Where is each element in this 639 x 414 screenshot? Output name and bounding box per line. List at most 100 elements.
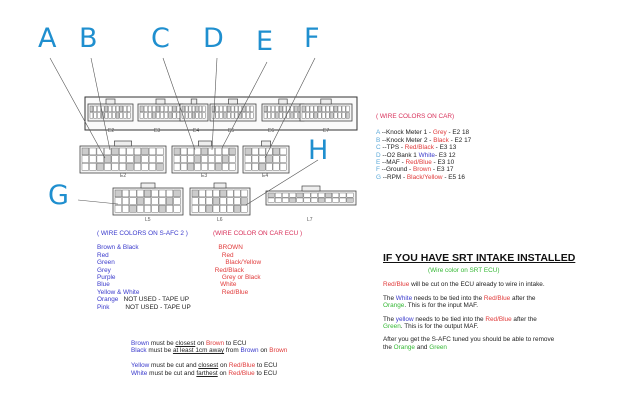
callout-letter-h: H	[308, 135, 329, 166]
pin-cell	[173, 189, 181, 198]
pin-cell	[187, 155, 195, 163]
pin-cell	[97, 105, 101, 112]
callout-letter-f: F	[304, 23, 320, 54]
pin-cell	[173, 155, 181, 163]
pin-cell	[279, 163, 287, 171]
pin-cell	[230, 112, 235, 119]
ecu-header-plug-latch	[320, 98, 332, 105]
pin-cell	[274, 192, 282, 198]
pin-cell	[129, 189, 137, 198]
leader-line	[264, 57, 316, 159]
text-segment: --RPM -	[380, 173, 407, 181]
pin-cell	[180, 147, 188, 156]
text-segment: B	[376, 136, 381, 144]
text-segment: Green	[429, 343, 447, 351]
text-segment: Brown & Black	[97, 244, 139, 252]
text-segment: needs to be tied into the	[412, 294, 484, 302]
pin-cell	[114, 189, 122, 198]
text-line: Pink NOT USED - TAPE UP	[97, 304, 191, 311]
pin-cell	[156, 112, 160, 119]
pin-cell	[238, 112, 242, 119]
text-line: Black/Yellow	[213, 259, 302, 266]
pin-cell	[198, 105, 202, 112]
pin-cell	[198, 197, 206, 205]
pin-cell	[111, 155, 119, 163]
text-segment: Brown	[269, 347, 288, 355]
connector-label: E4	[262, 173, 269, 179]
pin-cell	[148, 163, 156, 171]
pin-cell	[166, 197, 174, 205]
callout-letter-e: E	[256, 26, 274, 57]
text-segment: closest	[175, 340, 196, 347]
pin-cell	[246, 112, 250, 119]
text-segment: after the	[511, 315, 537, 323]
pin-cell	[222, 155, 229, 163]
pin-cell	[294, 112, 298, 119]
pin-cell	[267, 112, 271, 119]
pin-cell	[127, 105, 131, 112]
pin-cell	[119, 112, 123, 119]
pin-cell	[249, 112, 254, 119]
pin-cell	[271, 112, 275, 119]
text-segment: Black	[131, 347, 147, 355]
pin-cell	[219, 189, 227, 198]
pin-cell	[126, 155, 134, 163]
text-segment: NOT USED - TAPE UP	[109, 303, 191, 311]
srt-title: IF YOU HAVE SRT INTAKE INSTALLED	[383, 252, 576, 264]
pin-cell	[188, 112, 192, 119]
pin-cell	[301, 105, 306, 112]
pin-cell	[89, 163, 97, 171]
pin-cell	[127, 112, 131, 119]
pin-cell	[89, 112, 94, 119]
text-segment: must be	[149, 340, 176, 347]
pin-cell	[226, 205, 234, 213]
pin-cell	[275, 105, 279, 112]
leader-line	[90, 57, 111, 151]
text-segment: White	[418, 151, 435, 159]
pin-cell	[346, 197, 354, 203]
pin-cell	[122, 189, 130, 198]
pin-cell	[122, 205, 130, 213]
pin-cell	[166, 205, 174, 213]
pin-cell	[251, 155, 259, 163]
pin-cell	[271, 105, 275, 112]
pin-cell	[126, 163, 134, 171]
text-segment: E	[376, 158, 381, 166]
connector-label: E6	[268, 128, 275, 134]
pin-cell	[166, 189, 174, 198]
pin-cell	[194, 163, 201, 171]
pin-cell	[246, 105, 250, 112]
pin-cell	[97, 112, 101, 119]
pin-cell	[160, 112, 164, 119]
pin-cell	[112, 105, 116, 112]
pin-cell	[286, 112, 290, 119]
text-segment: - E2 18	[446, 129, 470, 137]
pin-cell	[228, 155, 236, 163]
pin-cell	[180, 155, 188, 163]
pin-cell	[201, 163, 208, 171]
pin-cell	[89, 105, 94, 112]
pin-cell	[215, 112, 220, 119]
leader-line	[162, 57, 196, 151]
text-segment: Black/Yellow	[406, 173, 443, 181]
pin-cell	[136, 189, 144, 198]
pin-cell	[238, 105, 242, 112]
pin-cell	[212, 189, 220, 198]
srt-paragraph: The yellow needs to be tied into the Red…	[383, 316, 575, 331]
pin-cell	[234, 112, 239, 119]
car-wire-colors-section: ( WIRE COLORS ON CAR) A --Knock Meter 1 …	[376, 113, 471, 181]
connector-l5-latch	[140, 182, 156, 189]
pin-cell	[258, 147, 266, 156]
pin-cell	[141, 147, 149, 156]
text-segment: --Knock Meter 1 -	[379, 129, 433, 137]
pin-cell	[219, 105, 223, 112]
text-line: Grey or Black	[213, 274, 302, 281]
text-segment: Brown	[412, 166, 432, 174]
pin-cell	[325, 112, 330, 119]
text-segment: Green	[97, 259, 115, 267]
pin-cell	[151, 205, 159, 213]
pin-cell	[111, 163, 119, 171]
pin-cell	[341, 105, 346, 112]
text-line: G --RPM - Black/Yellow - E5 16	[376, 174, 471, 181]
